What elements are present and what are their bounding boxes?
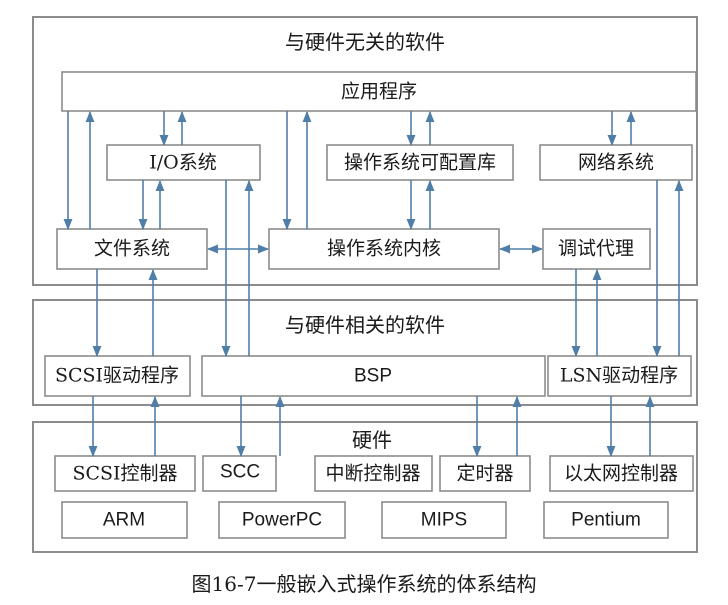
section-title-dependent: 与硬件相关的软件 xyxy=(285,313,445,337)
bsp-box xyxy=(201,355,546,397)
hardware-frame xyxy=(32,421,698,553)
os-lib-box xyxy=(326,144,514,181)
app-label: 应用程序 xyxy=(340,80,418,103)
debug-box xyxy=(542,228,651,270)
int-ctrl-label: 中断控制器 xyxy=(325,462,421,485)
timer-label: 定时器 xyxy=(456,462,514,485)
figure-caption: 图16-7一般嵌入式操作系统的体系结构 xyxy=(191,572,537,596)
section-title-hardware: 硬件 xyxy=(352,428,392,452)
lsn-driver-label: LSN驱动程序 xyxy=(559,364,679,387)
pentium-box xyxy=(543,501,669,539)
cpu-pentium-label: Pentium xyxy=(571,509,641,531)
mips-box xyxy=(381,501,507,539)
arm-box xyxy=(61,501,188,539)
kernel-label: 操作系统内核 xyxy=(326,237,442,260)
scsi-ctrl-label: SCSI控制器 xyxy=(72,462,178,485)
os-lib-label: 操作系统可配置库 xyxy=(343,151,497,174)
scc-label: SCC xyxy=(219,461,261,483)
scsi-ctrl-box xyxy=(54,455,196,492)
cpu-mips-label: MIPS xyxy=(420,509,468,531)
bsp-label: BSP xyxy=(353,365,393,387)
io-box xyxy=(106,144,261,181)
section-title-independent: 与硬件无关的软件 xyxy=(285,30,445,54)
lsn-driver-box xyxy=(547,355,692,397)
scsi-driver-box xyxy=(44,355,191,397)
hw-dependent-frame xyxy=(32,299,698,406)
fs-label: 文件系统 xyxy=(93,237,171,260)
app-box xyxy=(61,71,697,112)
cpu-powerpc-label: PowerPC xyxy=(241,509,323,531)
scsi-driver-label: SCSI驱动程序 xyxy=(54,364,180,387)
eth-ctrl-box xyxy=(549,455,694,492)
debug-label: 调试代理 xyxy=(557,237,635,260)
int-ctrl-box xyxy=(314,455,433,492)
timer-box xyxy=(439,455,531,492)
cpu-arm-label: ARM xyxy=(102,509,146,531)
powerpc-box xyxy=(218,501,346,539)
hw-independent-frame xyxy=(32,16,698,286)
io-label: I/O系统 xyxy=(149,151,217,174)
network-label: 网络系统 xyxy=(577,151,655,174)
eth-ctrl-label: 以太网控制器 xyxy=(563,462,679,485)
network-box xyxy=(539,144,693,181)
